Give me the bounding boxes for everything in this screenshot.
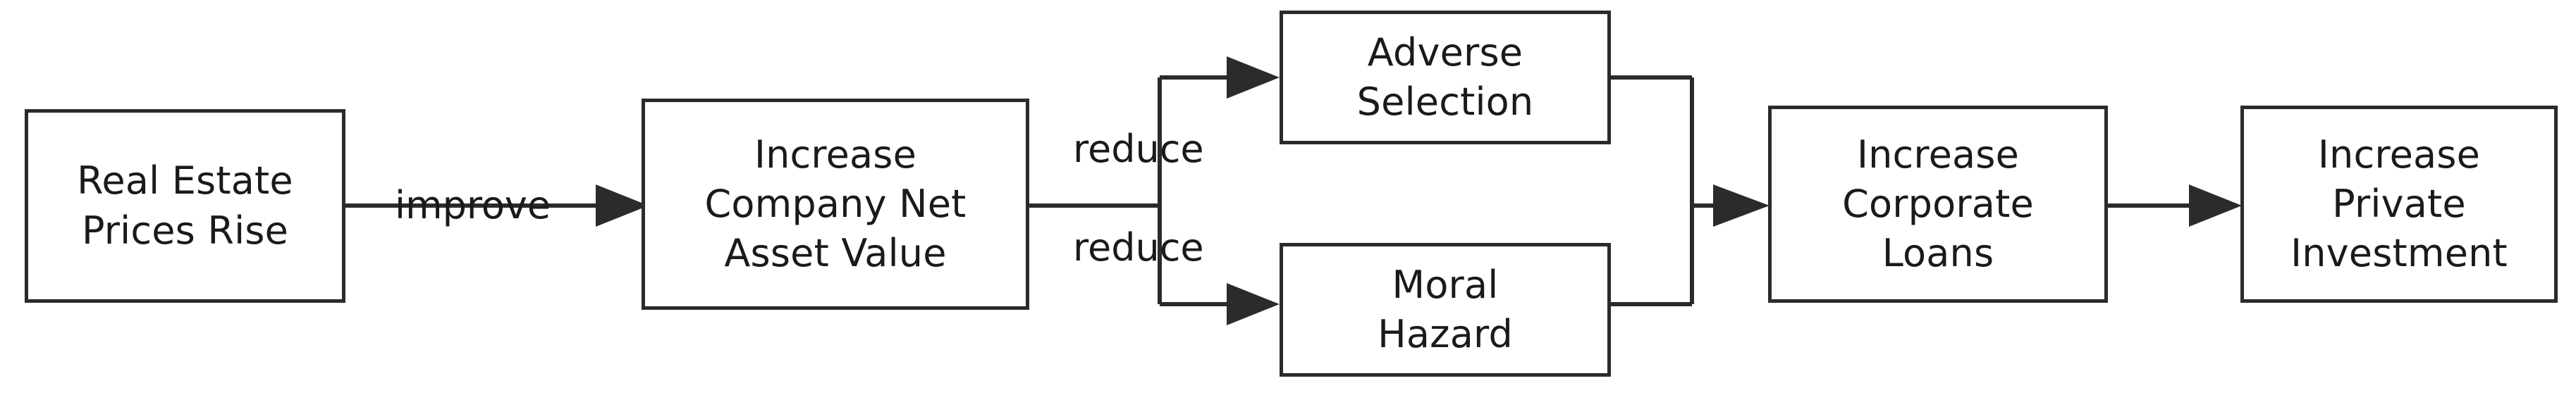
edge-label-reduce-adverse-selection: reduce	[1073, 127, 1204, 171]
arrowhead-to-private-investment	[2189, 184, 2242, 227]
node-adverse-selection[interactable]: Adverse Selection	[1280, 11, 1611, 144]
edge-label-reduce-moral-hazard: reduce	[1073, 225, 1204, 270]
node-real-estate-prices-rise[interactable]: Real Estate Prices Rise	[25, 109, 345, 303]
node-increase-private-investment[interactable]: Increase Private Investment	[2240, 106, 2558, 303]
node-moral-hazard[interactable]: Moral Hazard	[1280, 243, 1611, 377]
arrowhead-to-corporate-loans	[1713, 184, 1770, 227]
node-increase-company-net-asset-value[interactable]: Increase Company Net Asset Value	[642, 99, 1029, 310]
node-increase-corporate-loans[interactable]: Increase Corporate Loans	[1768, 106, 2108, 303]
edge-label-improve: improve	[395, 183, 551, 227]
arrowhead-to-adverse-selection	[1227, 56, 1280, 99]
arrowhead-to-net-asset-value	[596, 184, 649, 227]
arrowhead-to-moral-hazard	[1227, 283, 1280, 325]
